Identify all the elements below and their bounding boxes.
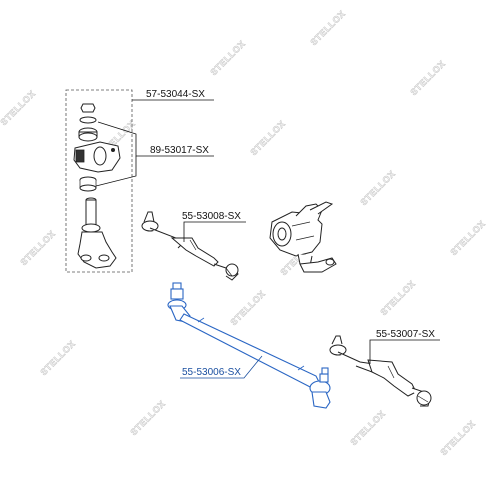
watermark-mark: STELLOX [358,168,397,207]
tie-rod-end-upper [141,211,239,281]
part-label-55-53008: 55-53008-SX [182,211,241,222]
bushing-lower [79,184,97,192]
watermark-mark: STELLOX [408,58,447,97]
assembly-dashed-box [65,89,133,273]
center-link-highlighted [167,282,331,409]
idler-arm-part [77,231,117,269]
watermark-mark: STELLOX [38,338,77,377]
idler-arm-assembly [73,103,121,269]
part-label-89-53017: 89-53017-SX [150,145,209,156]
watermark-mark: STELLOX [378,278,417,317]
bushing-upper [78,132,98,142]
watermark-mark: STELLOX [438,418,477,457]
watermark-mark: STELLOX [128,398,167,437]
watermark-mark: STELLOX [308,8,347,47]
leader-55-53006 [180,355,263,379]
watermark-mark: STELLOX [208,38,247,77]
part-label-55-53007: 55-53007-SX [376,329,435,340]
washer-part [79,116,97,124]
watermark-mark: STELLOX [248,118,287,157]
watermark-mark: STELLOX [228,288,267,327]
watermark-mark: STELLOX [448,218,487,257]
part-label-55-53006: 55-53006-SX [182,367,241,378]
watermark-mark: STELLOX [0,88,37,127]
watermark-mark: STELLOX [18,228,57,267]
leader-55-53007 [369,339,440,364]
part-label-57-53044: 57-53044-SX [146,89,205,100]
leader-89-53017 [97,121,214,157]
leader-55-53008 [183,221,246,242]
nut-part [80,103,96,113]
tie-rod-end-right [329,335,432,407]
watermark-mark: STELLOX [348,408,387,447]
steering-gearbox [269,201,337,273]
